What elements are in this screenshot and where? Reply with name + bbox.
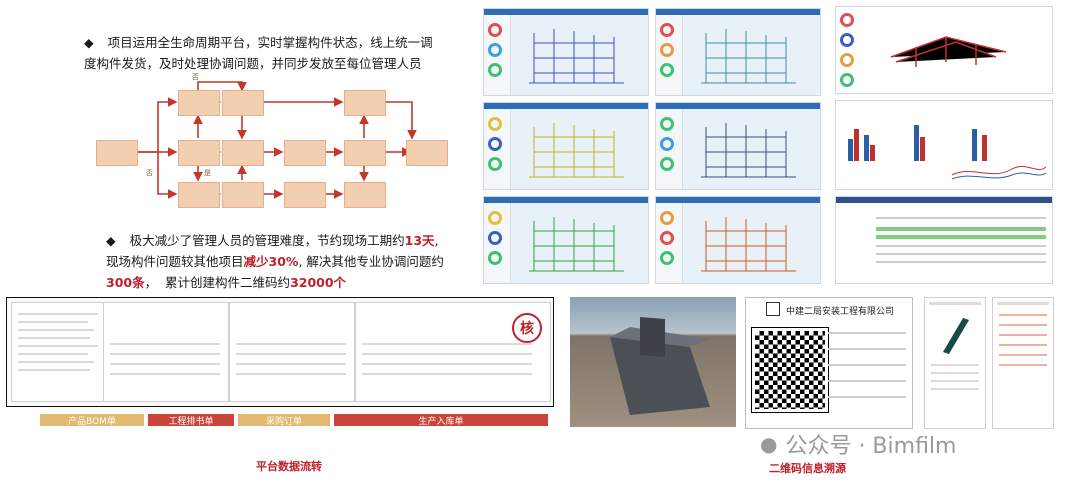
mobile-screen-list <box>992 297 1054 429</box>
caption-platform: 平台数据流转 <box>256 460 322 473</box>
flow-box <box>344 90 386 116</box>
flow-box <box>222 90 264 116</box>
screenshot-3d-green <box>483 196 649 284</box>
highlight-days: 13天 <box>404 233 435 248</box>
flow-label-no: 否 <box>192 73 199 81</box>
bullet-diamond-icon: ◆ <box>84 35 94 50</box>
flowchart-arrows <box>136 81 417 199</box>
flow-box <box>178 140 220 166</box>
flow-label-yes: 是 <box>204 169 211 177</box>
step-bom: 产品BOM单 <box>40 414 144 427</box>
flow-box-start <box>96 140 138 166</box>
flow-box <box>222 140 264 166</box>
screenshot-3d-navy <box>655 102 821 190</box>
flow-box <box>344 182 386 208</box>
document-strip: 核 <box>6 297 554 407</box>
component-qrcode <box>751 327 829 413</box>
steel-component-photo <box>570 297 736 427</box>
doc-purchase-order <box>229 302 355 402</box>
screenshot-3d-blue <box>483 8 649 96</box>
watermark-text: 公众号 · Bimfilm <box>785 434 957 459</box>
screenshot-data-table <box>835 196 1053 284</box>
flow-box <box>284 182 326 208</box>
result-text: 累计创建构件二维码约 <box>165 275 291 290</box>
flow-box <box>178 182 220 208</box>
watermark: ● 公众号 · Bimfilm <box>760 428 956 460</box>
result-text: 现场构件问题较其他项目 <box>106 254 244 269</box>
doc-bom <box>11 302 105 402</box>
flow-box-end <box>406 140 448 166</box>
flow-box <box>284 140 326 166</box>
step-purchase: 采购订单 <box>238 414 330 427</box>
result-text: 极大减少了管理人员的管理难度，节约现场工期约 <box>129 233 405 248</box>
screenshot-3d-orange <box>655 196 821 284</box>
highlight-qrcodes: 32000个 <box>290 275 347 290</box>
flow-label-no: 否 <box>146 169 153 177</box>
screenshot-3d-yellow <box>483 102 649 190</box>
company-logo-icon <box>766 302 780 316</box>
result-paragraph: ◆极大减少了管理人员的管理难度，节约现场工期约13天, 现场构件问题较其他项目减… <box>106 230 486 293</box>
flow-box <box>222 182 264 208</box>
intro-line-2: 度构件发货，及时处理协调问题，并同步发放至每位管理人员 <box>84 56 422 71</box>
intro-line-1: 项目运用全生命周期平台，实时掌握构件状态，线上统一调 <box>107 35 433 50</box>
bullet-diamond-icon: ◆ <box>106 233 116 248</box>
caption-qrcode: 二维码信息溯源 <box>769 462 846 475</box>
wechat-icon: ● <box>760 432 778 456</box>
highlight-issues: 300条 <box>106 275 145 290</box>
flow-box <box>344 140 386 166</box>
result-text: 解决其他专业协调问题约 <box>306 254 444 269</box>
screenshot-3d-teal <box>655 8 821 96</box>
qr-info-card: 中建二局安装工程有限公司 <box>745 297 913 429</box>
intro-paragraph: ◆ 项目运用全生命周期平台，实时掌握构件状态，线上统一调 度构件发货，及时处理协调… <box>84 32 444 74</box>
screenshot-3d-red-model <box>835 6 1053 94</box>
step-warehouse: 生产入库单 <box>334 414 548 427</box>
screenshot-dashboard-charts <box>835 100 1053 190</box>
doc-schedule <box>103 302 229 402</box>
approval-seal: 核 <box>512 313 542 343</box>
flow-box <box>178 90 220 116</box>
mobile-screen-model <box>924 297 986 429</box>
highlight-reduction: 减少30% <box>243 254 299 269</box>
step-schedule: 工程排书单 <box>148 414 234 427</box>
doc-warehouse-receipt: 核 <box>355 302 551 402</box>
company-name: 中建二局安装工程有限公司 <box>786 307 895 317</box>
process-flowchart: 否 否 是 <box>92 73 448 218</box>
